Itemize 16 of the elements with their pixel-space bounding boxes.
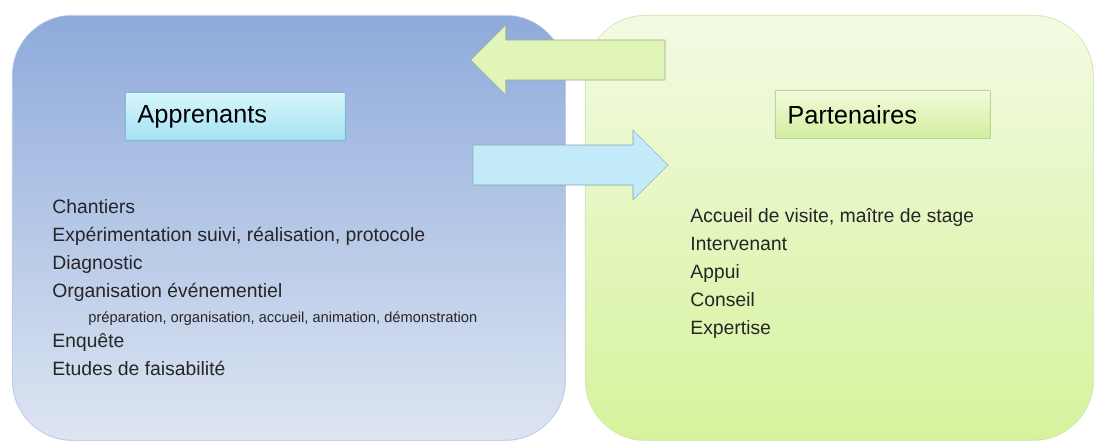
list-item: préparation, organisation, accueil, animation, démonstration <box>89 311 477 326</box>
list-item: Appui <box>690 264 739 282</box>
list-item: Chantiers <box>53 199 135 214</box>
block-arrow <box>470 24 666 96</box>
block-arrow <box>472 129 669 201</box>
list-item: Expertise <box>691 320 770 338</box>
list-item: Enquête <box>53 332 124 351</box>
list-item: Etudes de faisabilité <box>53 360 225 376</box>
heading-box: Apprenants <box>125 92 346 141</box>
list-item: Conseil <box>691 292 754 307</box>
list-item: Diagnostic <box>53 255 142 273</box>
list-item: Expérimentation suivi, réalisation, protocole <box>53 226 425 245</box>
list-item: Accueil de visite, maître de stage <box>690 207 974 226</box>
list-item: Organisation événementiel <box>53 282 281 301</box>
heading-box: Partenaires <box>775 90 991 139</box>
list-item: Intervenant <box>692 236 787 251</box>
